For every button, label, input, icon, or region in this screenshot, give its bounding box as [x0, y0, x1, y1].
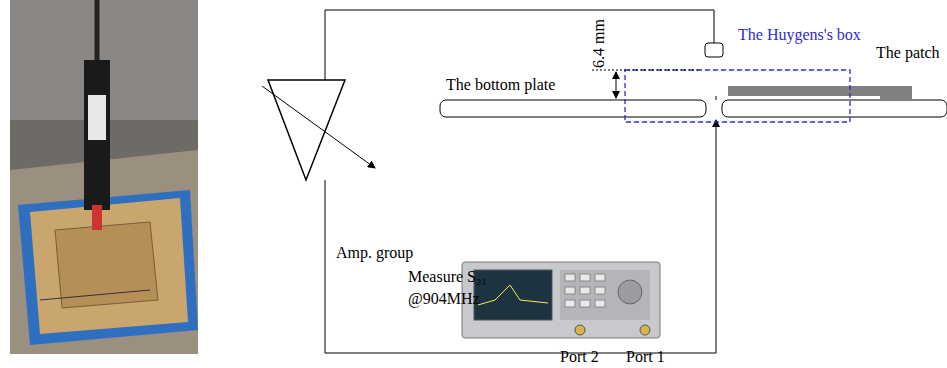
box-label: The Huygens's box: [738, 26, 861, 44]
note-label: @904MHz: [408, 290, 480, 308]
part-label: The patch: [876, 44, 940, 62]
part-label: Amp. group: [336, 244, 413, 262]
dimension-label: 6.4 mm: [590, 19, 608, 68]
network-analyzer: [462, 262, 660, 338]
port-label: Port 2: [560, 348, 599, 366]
photo: [10, 0, 198, 354]
note-label: Measure S₂₁: [408, 268, 487, 286]
port-label: Port 1: [626, 348, 665, 366]
part-label: The bottom plate: [446, 76, 555, 94]
